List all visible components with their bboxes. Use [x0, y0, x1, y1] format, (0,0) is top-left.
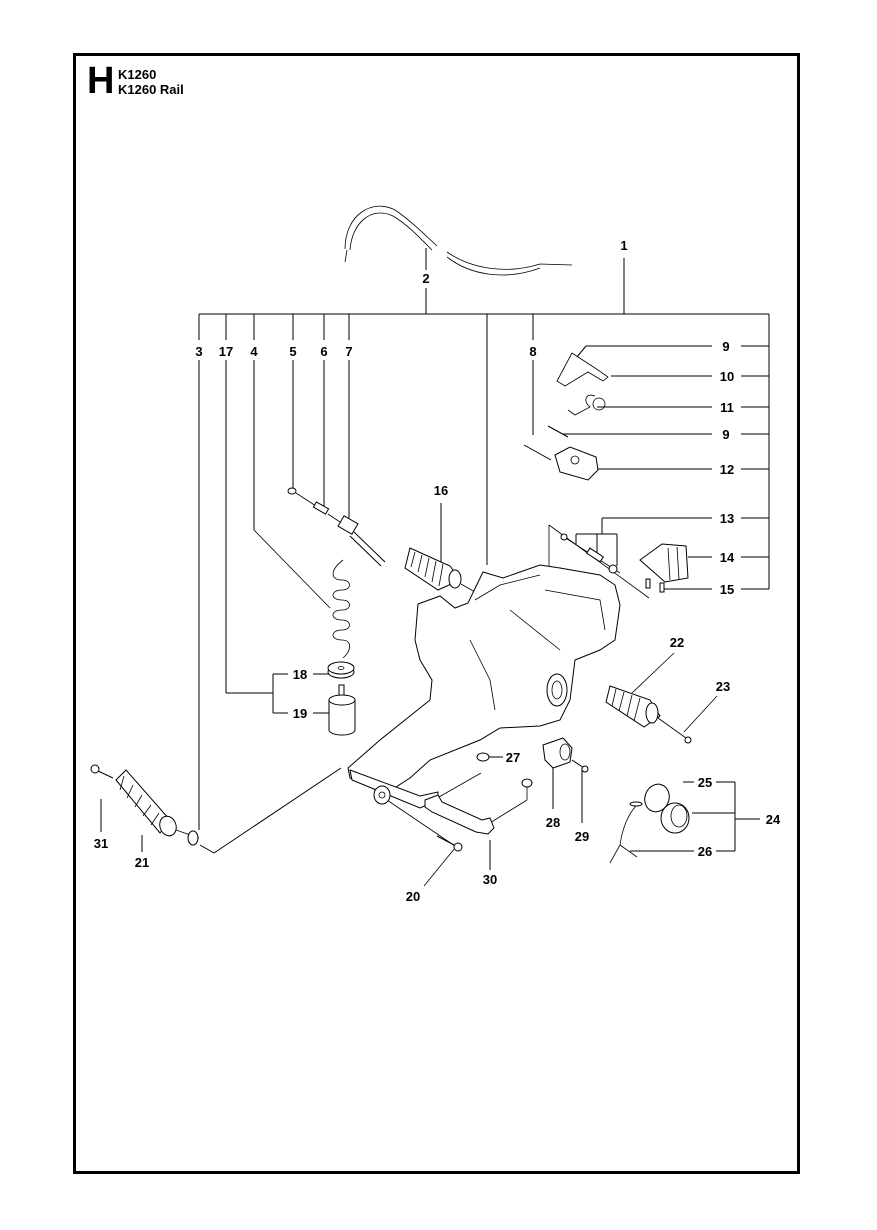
callout-2: 2	[422, 271, 429, 286]
callout-16: 16	[434, 483, 448, 498]
part-14-15-cover	[639, 543, 689, 593]
part-main-handle-housing	[347, 564, 621, 809]
model-name-rail: K1260 Rail	[118, 82, 184, 97]
part-28-29-mount	[542, 737, 589, 773]
callout-4: 4	[250, 344, 258, 359]
part-16-buffer	[404, 547, 476, 593]
part-27-30-rail-bracket	[424, 752, 533, 835]
part-4-spring	[332, 559, 351, 659]
callout-31: 31	[94, 836, 108, 851]
callout-1: 1	[620, 238, 627, 253]
callout-30: 30	[483, 872, 497, 887]
section-letter: H	[87, 60, 115, 102]
callout-3: 3	[195, 344, 202, 359]
part-22-buffer	[605, 685, 692, 744]
callout-17: 17	[219, 344, 233, 359]
callout-20: 20	[406, 889, 420, 904]
callout-23: 23	[716, 679, 730, 694]
callout-10: 10	[720, 369, 734, 384]
callout-11: 11	[720, 400, 734, 415]
part-18-washer	[327, 661, 355, 679]
callout-8: 8	[529, 344, 536, 359]
callout-12: 12	[720, 462, 734, 477]
callout-28: 28	[546, 815, 560, 830]
part-8-12-handle-lock	[523, 352, 609, 481]
callout-9-pin-lower: 9	[722, 427, 729, 442]
callout-24: 24	[766, 812, 781, 827]
part-2-throttle-cable	[344, 205, 573, 276]
callout-15: 15	[720, 582, 734, 597]
callout-5: 5	[289, 344, 296, 359]
part-20-screw	[436, 835, 463, 852]
part-24-25-26-fuel-cap	[609, 783, 690, 864]
callout-18: 18	[293, 667, 307, 682]
callout-19: 19	[293, 706, 307, 721]
callout-14: 14	[720, 550, 735, 565]
callout-6: 6	[320, 344, 327, 359]
callout-labels: 1 2 3 17 4 5 6 7 8 9 10 11 9 12 13 14 15…	[94, 238, 781, 904]
part-13-spring-set	[560, 533, 621, 574]
callout-25: 25	[698, 775, 712, 790]
callout-13: 13	[720, 511, 734, 526]
callout-7: 7	[345, 344, 352, 359]
part-5-6-7-rod	[287, 487, 386, 567]
part-21-31-buffer	[90, 764, 199, 846]
part-19-damper	[328, 684, 356, 736]
callout-21: 21	[135, 855, 149, 870]
model-name: K1260	[118, 67, 157, 82]
callout-9-pin: 9	[722, 339, 729, 354]
callout-27: 27	[506, 750, 520, 765]
callout-26: 26	[698, 844, 712, 859]
callout-29: 29	[575, 829, 589, 844]
callout-22: 22	[670, 635, 684, 650]
